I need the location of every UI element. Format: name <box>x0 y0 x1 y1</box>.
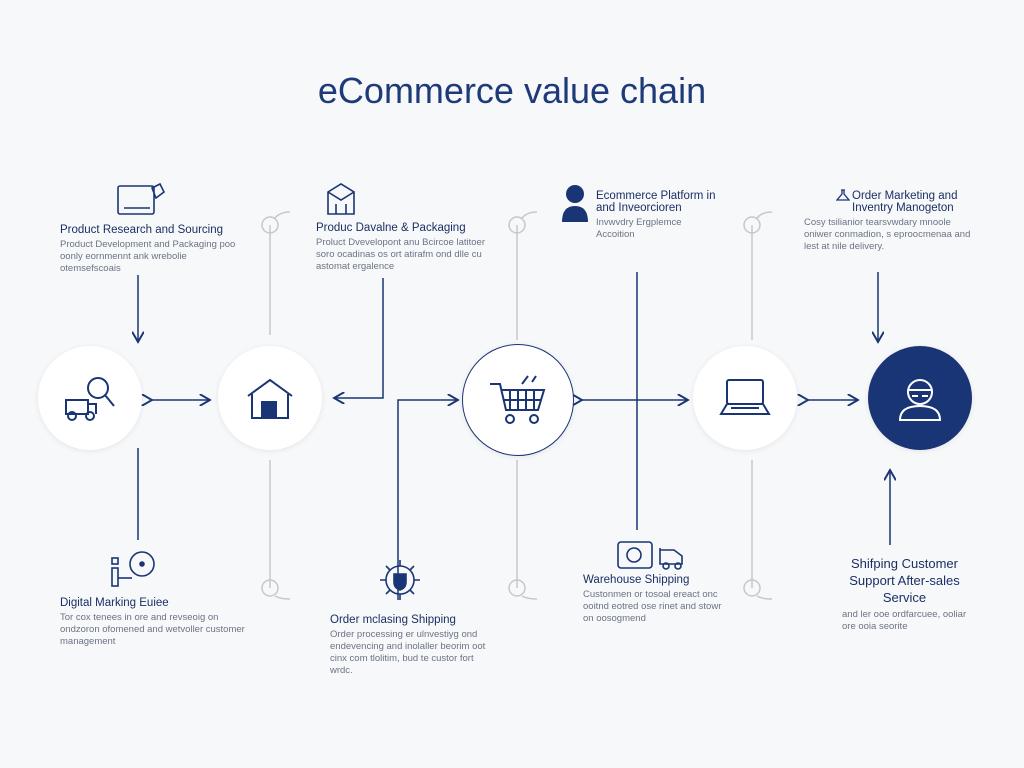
flask-icon <box>836 189 850 201</box>
step-description: Custonmen or tosoal ereact onc ooitnd eo… <box>583 589 722 624</box>
package-icon <box>327 183 355 215</box>
node-support[interactable] <box>868 346 972 450</box>
node-platform[interactable] <box>693 346 797 450</box>
step-title: Shifping Customer Support After-sales Se… <box>849 556 960 605</box>
node-cart[interactable] <box>462 344 574 456</box>
node-warehouse[interactable] <box>218 346 322 450</box>
step-description: Tor cox tenees in ore and revseoig on on… <box>60 612 245 647</box>
step-description: Proluct Dvevelopont anu Bcircoe latitoer… <box>316 237 485 272</box>
user-icon <box>562 185 588 222</box>
tag-board-icon <box>117 182 166 215</box>
step-title: Ecommerce Platform in and Inveorcioren <box>596 190 716 214</box>
step-title: Order Marketing and Inventry Manogeton <box>852 190 958 214</box>
page-title: eCommerce value chain <box>317 70 707 111</box>
truck-search-icon <box>65 377 115 421</box>
laptop-icon <box>719 379 771 415</box>
target-icon <box>111 551 155 587</box>
step-title: Order mclasing Shipping <box>330 614 456 626</box>
step-description: Invwvdry Ergplemce Accoition <box>596 217 682 240</box>
step-title: Warehouse Shipping <box>583 574 690 586</box>
step-description: Cosy tsilianior tearsvwdary mnoole oniwe… <box>804 217 971 252</box>
step-title: Digital Marking Euiee <box>60 597 169 609</box>
step-description: and ler ooe ordfarcuee, ooliar ore ooia … <box>842 609 967 632</box>
camera-truck-icon <box>617 541 683 570</box>
gear-shield-icon <box>380 560 420 600</box>
step-title: Produc Davalne & Packaging <box>316 222 466 234</box>
support-agent-icon <box>898 379 942 421</box>
house-icon <box>247 378 293 419</box>
step-title: Product Research and Sourcing <box>60 224 224 236</box>
step-customer-support: Shifping Customer Support After-sales Se… <box>842 555 967 633</box>
node-research[interactable] <box>38 346 142 450</box>
step-description: Product Development and Packaging poo oo… <box>60 239 236 274</box>
shopping-cart-icon <box>490 375 546 424</box>
step-description: Order processing er ulnvestiyg ond endev… <box>330 629 486 676</box>
